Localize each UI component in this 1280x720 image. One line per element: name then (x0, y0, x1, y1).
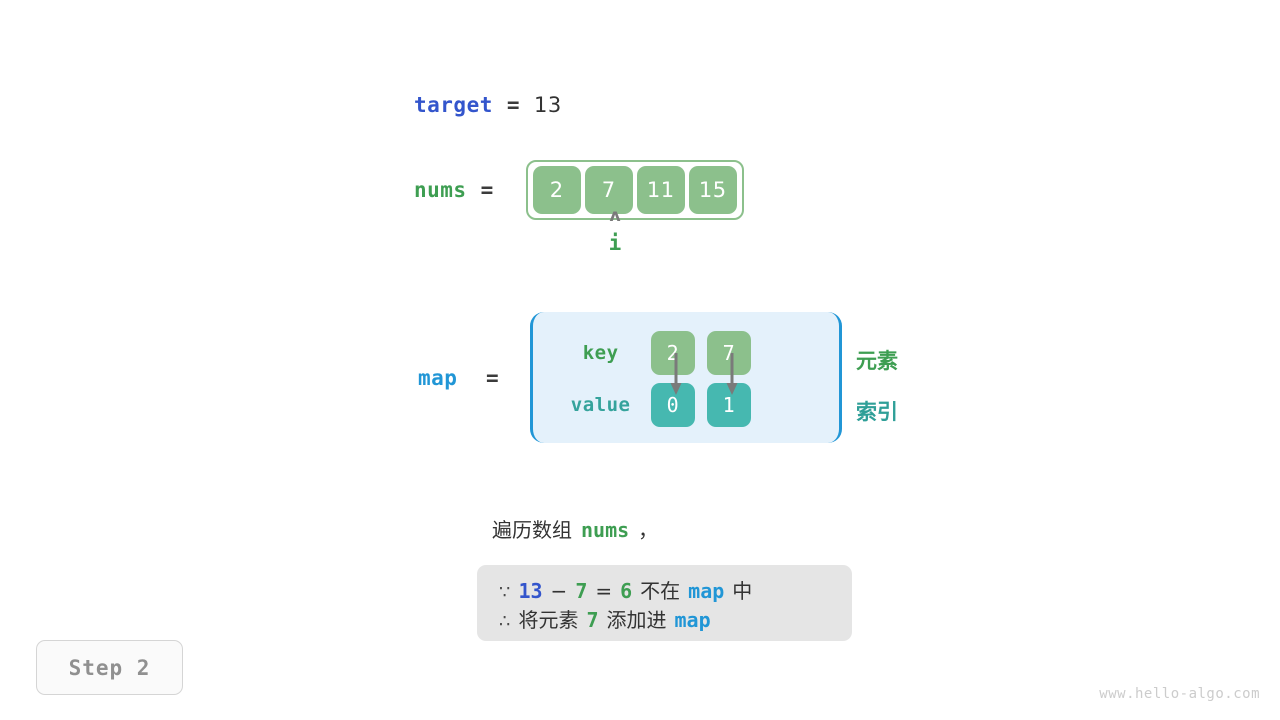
target-value: 13 (534, 93, 562, 117)
array-cell: 2 (532, 166, 581, 214)
array-cell: 7 (584, 166, 633, 214)
note-minus-sign: − (550, 579, 568, 603)
target-equals-sign: = (506, 93, 521, 117)
pointer-caret-icon: ʌ (609, 206, 621, 226)
note-operand-target: 13 (518, 579, 543, 603)
side-label-index: 索引 (856, 400, 898, 424)
caption-prefix: 遍历数组 (492, 518, 572, 542)
target-variable-name: target (414, 93, 493, 117)
map-variable-name: map (418, 365, 458, 390)
map-value-cells: 0 1 (650, 383, 751, 427)
nums-row: nums = 2 7 11 15 (414, 160, 744, 220)
note-text-add-element: 将元素 (518, 608, 579, 632)
map-value-cell: 1 (706, 383, 751, 427)
map-key-cells: 2 7 (650, 331, 751, 375)
step-badge: Step 2 (36, 640, 183, 695)
note-text-not-in: 不在 (640, 579, 681, 603)
map-side-labels: 元素 索引 (856, 336, 898, 438)
caption-variable: nums (581, 518, 630, 542)
target-row: target = 13 (414, 93, 562, 117)
note-operand-current: 7 (575, 579, 588, 603)
map-value-cell: 0 (650, 383, 695, 427)
note-map-reference: map (688, 579, 725, 603)
map-equals-sign: = (486, 365, 499, 390)
note-equals-sign: = (595, 579, 613, 603)
because-symbol: ∵ (499, 582, 511, 603)
note-text-add-into: 添加进 (606, 608, 667, 632)
caption-suffix: ， (638, 518, 659, 542)
map-key-row: key 2 7 (557, 331, 751, 375)
array-cell: 15 (688, 166, 737, 214)
caption-line: 遍历数组 nums ， (492, 514, 658, 543)
note-added-element: 7 (586, 608, 599, 632)
nums-equals-sign: = (480, 178, 494, 202)
map-row: map = key 2 7 value 0 1 (418, 312, 842, 443)
map-key-label: key (582, 342, 619, 364)
nums-array-container: 2 7 11 15 (525, 160, 744, 220)
map-key-cell: 2 (650, 331, 695, 375)
array-cell: 11 (636, 166, 685, 214)
note-result: 6 (620, 579, 633, 603)
nums-variable-name: nums (414, 178, 467, 202)
map-value-label: value (570, 394, 631, 416)
note-line-2: ∴ 将元素 7 添加进 map (499, 604, 830, 633)
watermark: www.hello-algo.com (1099, 686, 1260, 702)
map-container: key 2 7 value 0 1 (529, 312, 842, 443)
note-line-1: ∵ 13 − 7 = 6 不在 map 中 (499, 575, 830, 604)
note-map-reference: map (674, 608, 711, 632)
therefore-symbol: ∴ (499, 611, 511, 632)
pointer-index-label: i (608, 231, 622, 255)
side-label-element: 元素 (856, 349, 898, 373)
note-text-in: 中 (732, 579, 753, 603)
map-value-row: value 0 1 (557, 383, 751, 427)
map-key-cell: 7 (706, 331, 751, 375)
explanation-note-box: ∵ 13 − 7 = 6 不在 map 中 ∴ 将元素 7 添加进 map (477, 565, 852, 641)
